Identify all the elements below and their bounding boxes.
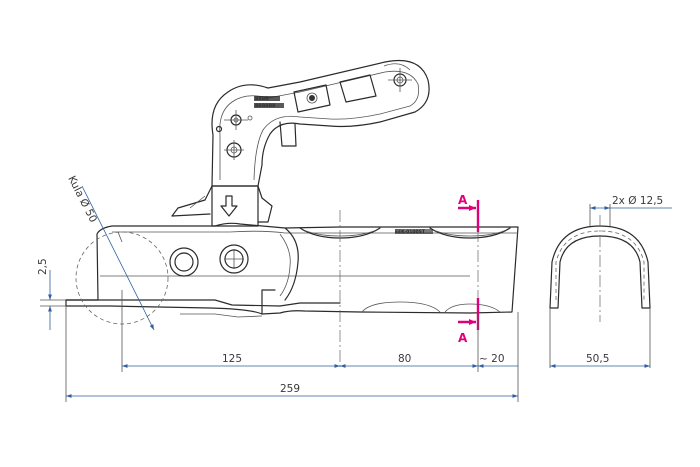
handle-outline (211, 59, 430, 187)
cross-section-view (549, 204, 651, 368)
dim-259: 259 (280, 383, 300, 395)
coupling-body-outline (65, 222, 519, 315)
bolt-hole-front (219, 244, 249, 274)
coupling-handle: BBBB BBBBBB (171, 59, 430, 227)
handle-pivot-upper (224, 110, 248, 130)
handle-label: BBBB BBBBBB (254, 96, 284, 109)
bolt-hole-rear (169, 247, 199, 277)
dimension-lines (40, 185, 672, 402)
handle-pivot-lower (224, 140, 244, 160)
base-plate (65, 299, 341, 307)
dim-80: 80 (398, 353, 411, 365)
coupling-side-view: EEK-0100ST (65, 210, 519, 368)
section-label-top: A (458, 193, 468, 207)
dim-ball-diameter: Kula Ø 50 (65, 174, 99, 225)
dim-20: ~ 20 (479, 353, 505, 365)
dim-50-5: 50,5 (586, 353, 609, 365)
svg-text:BBBB: BBBB (255, 96, 269, 102)
dim-2x-diameter: 2x Ø 12,5 (612, 195, 663, 207)
section-marker: A A (458, 193, 480, 345)
dim-125: 125 (222, 353, 242, 365)
logo-badge (293, 84, 331, 113)
svg-text:BBBBBB: BBBBBB (255, 103, 276, 109)
section-label-bottom: A (458, 331, 468, 345)
down-arrow-icon (220, 195, 238, 217)
dim-2-5: 2,5 (37, 258, 49, 275)
